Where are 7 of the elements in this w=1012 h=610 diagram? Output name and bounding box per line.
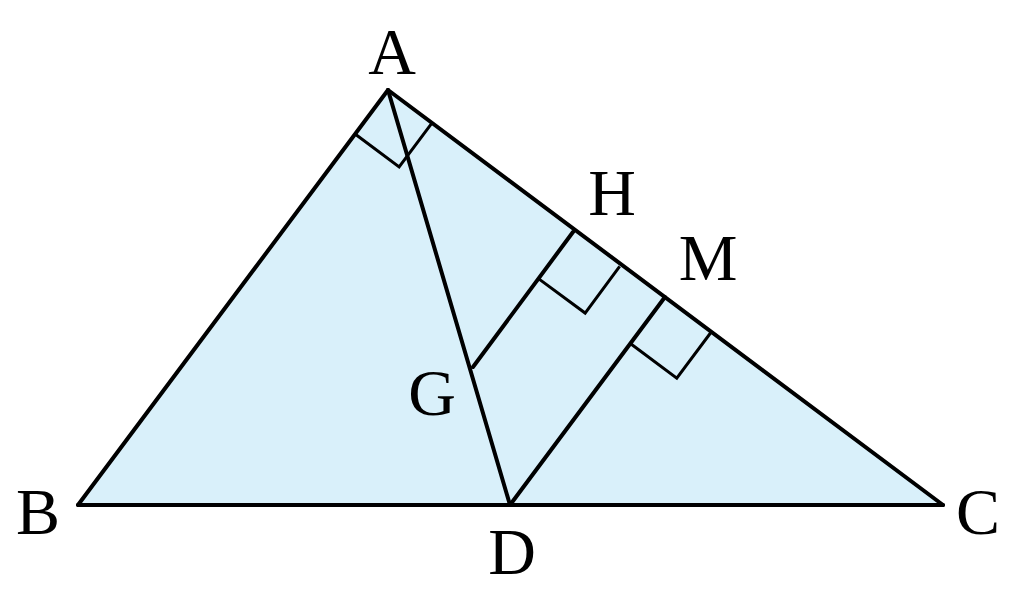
point-label: A bbox=[368, 19, 416, 85]
point-label: D bbox=[488, 519, 536, 585]
point-label: C bbox=[956, 479, 1000, 545]
point-label: G bbox=[408, 360, 456, 426]
point-label: H bbox=[588, 160, 636, 226]
point-label: M bbox=[678, 225, 738, 291]
point-label: B bbox=[16, 479, 60, 545]
